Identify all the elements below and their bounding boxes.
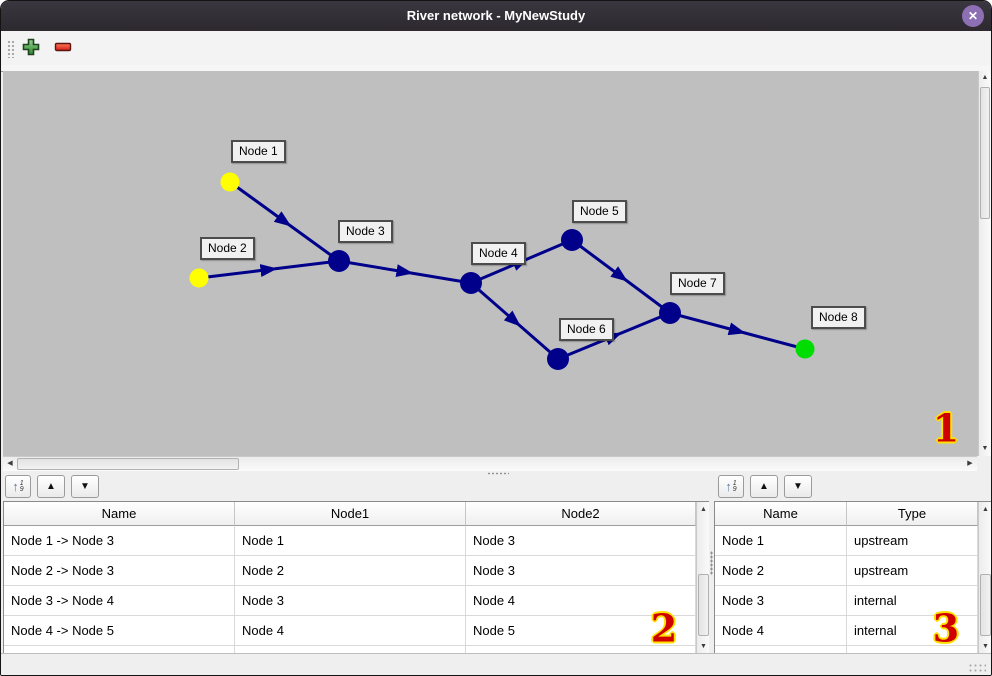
river-link[interactable]: [669, 311, 806, 351]
down-triangle-icon: ▼: [793, 480, 803, 492]
network-graph: [189, 172, 815, 370]
horizontal-splitter[interactable]: [1, 471, 991, 475]
scroll-up-icon[interactable]: ▲: [700, 506, 707, 513]
close-icon: ✕: [967, 9, 979, 23]
river-link[interactable]: [338, 259, 472, 285]
river-link[interactable]: [198, 259, 340, 280]
column-header[interactable]: Name: [715, 502, 847, 526]
splitter-handle-dots: [487, 472, 509, 475]
river-link[interactable]: [229, 180, 340, 263]
table-row[interactable]: Node 2 -> Node 3 Node 2 Node 3: [4, 556, 710, 586]
table-row[interactable]: Node 1 upstream: [715, 526, 991, 556]
canvas-vertical-scrollbar[interactable]: ▲ ▼: [978, 71, 991, 456]
river-link[interactable]: [571, 238, 671, 315]
status-bar: [1, 653, 991, 675]
river-node[interactable]: [189, 268, 209, 288]
column-header[interactable]: Type: [847, 502, 978, 526]
node-label[interactable]: Node 6: [559, 318, 614, 341]
river-network-canvas[interactable]: Node 1 Node 2 Node 3 Node 4 Node 5 Node 6 Node…: [3, 71, 978, 456]
river-node[interactable]: [220, 172, 240, 192]
scroll-up-icon[interactable]: ▲: [982, 506, 989, 513]
scroll-down-icon[interactable]: ▼: [700, 643, 707, 650]
toolbar-drag-handle[interactable]: [7, 40, 15, 58]
main-toolbar: [1, 31, 991, 66]
title-bar: River network - MyNewStudy ✕: [1, 1, 991, 32]
window-title: River network - MyNewStudy: [406, 8, 586, 23]
node-label[interactable]: Node 1: [231, 140, 286, 163]
nodes-move-up-button[interactable]: ▲: [750, 475, 778, 498]
sort-icon: ↑: [725, 479, 732, 494]
links-table: Name Node1 Node2 Node 1 -> Node 3 Node 1…: [3, 501, 711, 655]
remove-button[interactable]: [51, 36, 75, 60]
scroll-down-icon[interactable]: ▼: [981, 445, 989, 452]
scroll-left-icon[interactable]: ◀: [7, 460, 13, 467]
table-row[interactable]: Node 4 -> Node 5 Node 4 Node 5: [4, 616, 710, 646]
nodes-table-scrollbar[interactable]: ▲ ▼: [978, 502, 991, 654]
add-button[interactable]: [19, 36, 43, 60]
nodes-table-header: Name Type: [715, 502, 991, 526]
node-label[interactable]: Node 7: [670, 272, 725, 295]
scroll-right-icon[interactable]: ▶: [967, 460, 973, 467]
close-button[interactable]: ✕: [962, 5, 984, 27]
table-row[interactable]: Node 3 internal: [715, 586, 991, 616]
horizontal-scroll-thumb[interactable]: [17, 458, 239, 470]
nodes-table: Name Type Node 1 upstream Node 2 upstrea…: [714, 501, 991, 655]
table-row[interactable]: Node 2 upstream: [715, 556, 991, 586]
nodes-scroll-thumb[interactable]: [980, 574, 991, 636]
column-header[interactable]: Node1: [235, 502, 466, 526]
river-node[interactable]: [547, 348, 569, 370]
river-link[interactable]: [470, 281, 559, 361]
links-table-header: Name Node1 Node2: [4, 502, 710, 526]
links-move-up-button[interactable]: ▲: [37, 475, 65, 498]
sort-icon: ↑: [12, 479, 19, 494]
scroll-up-icon[interactable]: ▲: [981, 74, 989, 81]
splitter-handle-dots: [710, 551, 713, 575]
river-node[interactable]: [460, 272, 482, 294]
node-label[interactable]: Node 5: [572, 200, 627, 223]
scroll-down-icon[interactable]: ▼: [982, 643, 989, 650]
table-row[interactable]: Node 4 internal: [715, 616, 991, 646]
river-node[interactable]: [328, 250, 350, 272]
nodes-move-down-button[interactable]: ▼: [784, 475, 812, 498]
river-node[interactable]: [561, 229, 583, 251]
node-label[interactable]: Node 2: [200, 237, 255, 260]
vertical-splitter[interactable]: [709, 501, 714, 653]
table-row[interactable]: Node 1 -> Node 3 Node 1 Node 3: [4, 526, 710, 556]
links-table-scrollbar[interactable]: ▲ ▼: [696, 502, 710, 654]
down-triangle-icon: ▼: [80, 480, 90, 492]
scrollbar-corner: [977, 456, 991, 471]
column-header[interactable]: Name: [4, 502, 235, 526]
table-row[interactable]: Node 3 -> Node 4 Node 3 Node 4: [4, 586, 710, 616]
river-link[interactable]: [557, 311, 671, 361]
node-label[interactable]: Node 3: [338, 220, 393, 243]
links-move-down-button[interactable]: ▼: [71, 475, 99, 498]
plus-icon: [22, 38, 40, 59]
river-node[interactable]: [795, 339, 815, 359]
column-header[interactable]: Node2: [466, 502, 696, 526]
canvas-horizontal-scrollbar[interactable]: ◀ ▶: [3, 456, 977, 471]
resize-grip-icon[interactable]: [968, 663, 986, 674]
links-scroll-thumb[interactable]: [698, 574, 709, 636]
river-node[interactable]: [659, 302, 681, 324]
node-label[interactable]: Node 8: [811, 306, 866, 329]
vertical-scroll-thumb[interactable]: [980, 87, 990, 219]
up-triangle-icon: ▲: [46, 480, 56, 492]
up-triangle-icon: ▲: [759, 480, 769, 492]
minus-icon: [54, 41, 72, 56]
node-label[interactable]: Node 4: [471, 242, 526, 265]
